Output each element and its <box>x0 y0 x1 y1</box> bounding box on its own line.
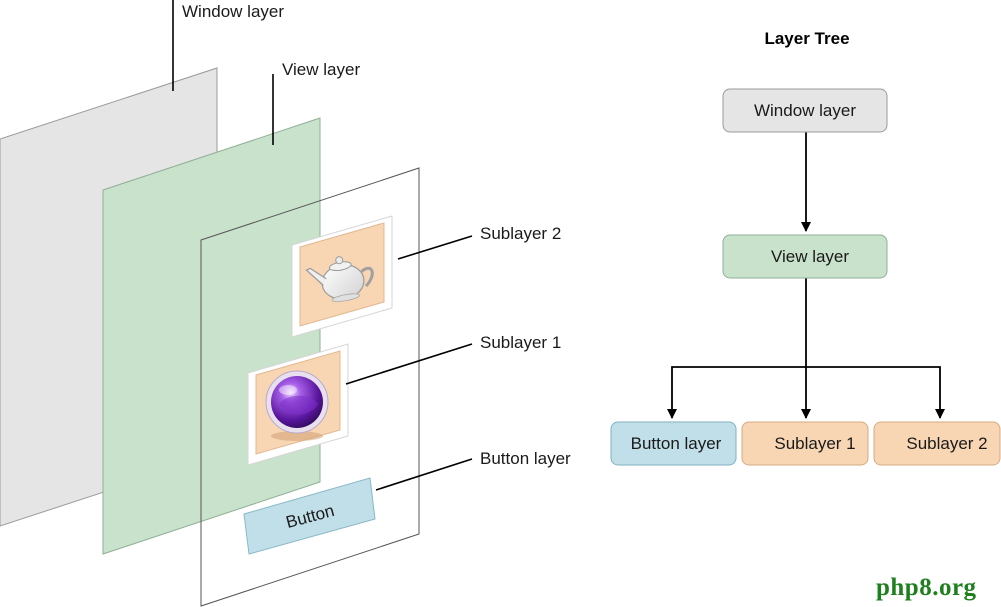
tree-node-sub1-label: Sublayer 1 <box>774 434 855 453</box>
callout-sublayer-2: Sublayer 2 <box>397 224 561 260</box>
label-button-layer: Button layer <box>480 449 571 468</box>
layer-tree-title: Layer Tree <box>764 29 849 48</box>
tree-node-view-label: View layer <box>771 247 849 266</box>
label-sublayer-1: Sublayer 1 <box>480 333 561 352</box>
label-view-layer: View layer <box>282 60 360 79</box>
tree-node-sub2-label: Sublayer 2 <box>906 434 987 453</box>
callout-sublayer-1: Sublayer 1 <box>345 333 561 385</box>
purple-sphere-icon <box>265 370 329 441</box>
tree-node-button-layer: Button layer <box>610 421 737 466</box>
button-element[interactable]: Button <box>243 477 376 555</box>
tree-node-window-layer: Window layer <box>722 88 888 133</box>
label-window-layer: Window layer <box>182 2 284 21</box>
view-layer-plane <box>102 117 321 555</box>
tree-node-view-layer: View layer <box>722 234 888 279</box>
tree-connectors <box>667 132 945 419</box>
tree-node-sublayer-2: Sublayer 2 <box>873 421 1001 466</box>
tree-node-button-label: Button layer <box>631 434 722 453</box>
callout-view-layer: View layer <box>272 60 360 145</box>
watermark: php8.org <box>876 574 977 601</box>
teapot-icon <box>305 256 374 302</box>
sublayer-2-tile <box>291 215 393 338</box>
tree-node-sublayer-1: Sublayer 1 <box>741 421 869 466</box>
tree-node-window-label: Window layer <box>754 101 856 120</box>
label-sublayer-2: Sublayer 2 <box>480 224 561 243</box>
sublayer-1-tile <box>247 343 349 466</box>
button-layer-plane <box>200 167 420 607</box>
callout-button-layer: Button layer <box>375 449 571 491</box>
callout-window-layer: Window layer <box>172 0 284 91</box>
